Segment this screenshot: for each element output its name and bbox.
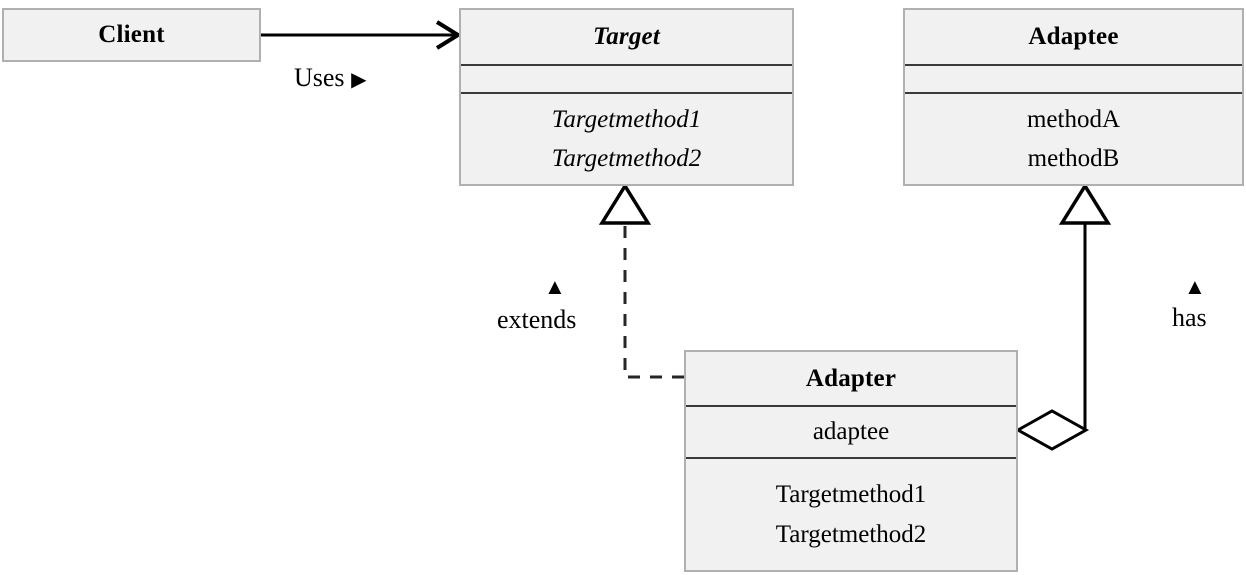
adaptee-name-compartment: Adaptee (905, 10, 1242, 64)
target-name-compartment: Target (461, 10, 792, 64)
target-methods-compartment: Targetmethod1 Targetmethod2 (461, 92, 792, 184)
adaptee-class-name: Adaptee (1028, 23, 1119, 50)
class-box-adaptee[interactable]: Adaptee methodA methodB (903, 8, 1244, 186)
has-direction-triangle-icon: ▲ (1184, 274, 1206, 299)
target-attributes-compartment (461, 64, 792, 92)
target-method-2: Targetmethod2 (551, 145, 702, 172)
class-box-client[interactable]: Client (2, 8, 261, 62)
target-class-name: Target (593, 23, 660, 50)
adapter-attributes-compartment: adaptee (686, 405, 1016, 457)
adapter-method-2: Targetmethod2 (775, 520, 927, 548)
adapter-methods-compartment: Targetmethod1 Targetmethod2 (686, 457, 1016, 570)
adaptee-method-1: methodA (1026, 105, 1121, 133)
uses-open-arrowhead (435, 20, 462, 50)
has-hollow-triangle (1058, 182, 1112, 225)
adaptee-methods-compartment: methodA methodB (905, 92, 1242, 184)
uses-direction-triangle-icon: ▶ (351, 69, 367, 91)
edge-client-uses-target (261, 20, 462, 50)
adapter-method-1: Targetmethod1 (775, 481, 927, 508)
class-box-adapter[interactable]: Adapter adaptee Targetmethod1 Targetmeth… (684, 350, 1018, 572)
has-hollow-diamond (1014, 409, 1090, 451)
has-label-text: has (1172, 303, 1207, 332)
extends-hollow-triangle (598, 182, 652, 225)
adapter-class-name: Adapter (805, 364, 897, 392)
edge-label-uses: Uses ▶ (294, 63, 366, 93)
adapter-name-compartment: Adapter (686, 352, 1016, 405)
adaptee-attributes-compartment (905, 64, 1242, 92)
adaptee-method-2: methodB (1027, 145, 1120, 172)
target-method-1: Targetmethod1 (551, 105, 702, 133)
client-name-compartment: Client (4, 10, 259, 60)
edge-adapter-has-adaptee (1014, 182, 1112, 451)
edge-adapter-extends-target (598, 182, 684, 379)
extends-direction-triangle-icon: ▲ (544, 274, 566, 299)
client-class-name: Client (98, 21, 165, 48)
edge-label-has: has (1172, 303, 1207, 333)
adapter-attribute-1: adaptee (812, 418, 890, 446)
uses-label-text: Uses (294, 63, 345, 92)
edge-label-extends: extends (497, 305, 576, 335)
class-box-target[interactable]: Target Targetmethod1 Targetmethod2 (459, 8, 794, 186)
extends-dashed-line (623, 223, 684, 379)
extends-label-text: extends (497, 305, 577, 334)
